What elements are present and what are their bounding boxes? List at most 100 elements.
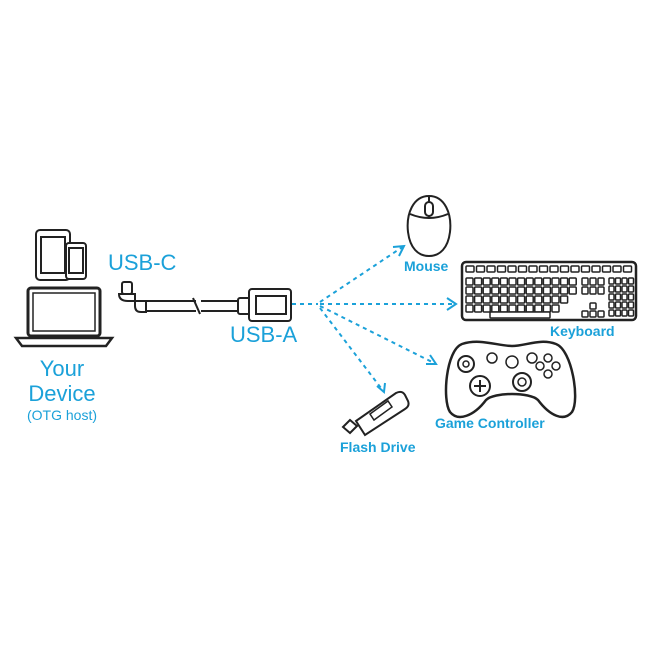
keyboard-label: Keyboard xyxy=(550,323,615,339)
keyboard-key xyxy=(581,286,589,295)
keyboard-key xyxy=(491,286,500,295)
keyboard-key xyxy=(482,286,491,295)
keyboard-key xyxy=(475,265,486,273)
keyboard-key xyxy=(621,277,628,285)
keyboard-key xyxy=(499,304,509,313)
usb-c-plug-icon xyxy=(117,281,147,313)
host-subtitle: (OTG host) xyxy=(26,407,97,423)
keyboard-key xyxy=(473,286,483,295)
keyboard-key xyxy=(559,295,569,304)
keyboard-key xyxy=(465,304,474,313)
keyboard-key xyxy=(499,277,509,286)
keyboard-key xyxy=(542,295,552,304)
keyboard-key xyxy=(597,286,605,295)
keyboard-key xyxy=(614,293,622,301)
mouse-icon xyxy=(406,194,452,258)
flash-drive-label: Flash Drive xyxy=(340,439,416,455)
host-title-line1: Your xyxy=(39,356,85,381)
keyboard-key xyxy=(608,309,615,317)
keyboard-key xyxy=(489,311,551,319)
keyboard-key xyxy=(465,295,474,304)
keyboard-key xyxy=(614,309,622,317)
keyboard-key xyxy=(499,286,509,295)
keyboard-key xyxy=(551,304,560,313)
arrowheads xyxy=(376,244,458,394)
arrow-keyboard xyxy=(446,297,458,311)
keyboard-key xyxy=(608,285,615,293)
keyboard-key xyxy=(580,265,591,273)
keyboard-key xyxy=(508,295,517,304)
keyboard-key xyxy=(597,310,605,318)
keyboard-key xyxy=(627,293,635,301)
keyboard-key xyxy=(589,302,597,310)
keyboard-icon xyxy=(460,260,638,322)
line-to-flash-drive xyxy=(319,307,385,393)
keyboard-key xyxy=(614,301,622,309)
arrow-flash-drive xyxy=(376,382,386,394)
game-controller-label: Game Controller xyxy=(435,415,545,431)
smartphone-icon xyxy=(65,242,87,280)
keyboard-key xyxy=(525,286,534,295)
keyboard-key xyxy=(570,265,580,273)
keyboard-key xyxy=(589,286,597,295)
keyboard-key xyxy=(627,301,635,309)
keyboard-key xyxy=(496,265,507,273)
keyboard-key xyxy=(589,310,597,318)
usb-cable xyxy=(146,297,238,315)
keyboard-key xyxy=(549,265,559,273)
keyboard-key xyxy=(597,277,605,286)
keyboard-key xyxy=(559,286,569,295)
keyboard-key xyxy=(614,285,622,293)
host-title-line2: Device xyxy=(28,381,96,406)
keyboard-key xyxy=(486,265,496,273)
laptop-icon xyxy=(13,286,115,348)
keyboard-key xyxy=(528,265,538,273)
keyboard-key xyxy=(525,295,534,304)
keyboard-key xyxy=(508,304,517,313)
line-to-mouse xyxy=(319,245,405,303)
keyboard-key xyxy=(473,277,483,286)
keyboard-key xyxy=(499,295,509,304)
keyboard-key xyxy=(591,265,601,273)
mouse-label: Mouse xyxy=(404,258,449,274)
keyboard-key xyxy=(534,304,543,313)
keyboard-key xyxy=(482,277,491,286)
keyboard-key xyxy=(581,310,589,318)
keyboard-key xyxy=(482,304,491,313)
keyboard-key xyxy=(559,265,570,273)
keyboard-key xyxy=(621,285,628,293)
keyboard-key xyxy=(534,295,543,304)
tablet-icon xyxy=(35,229,71,281)
usb-c-label: USB-C xyxy=(108,250,177,275)
game-controller-icon xyxy=(444,340,577,419)
usb-a-label: USB-A xyxy=(230,322,298,347)
keyboard-key xyxy=(516,304,526,313)
keyboard-key xyxy=(589,277,597,286)
keyboard-key xyxy=(465,265,475,273)
keyboard-key xyxy=(542,277,552,286)
keyboard-key xyxy=(542,286,552,295)
keyboard-key xyxy=(568,286,577,295)
keyboard-key xyxy=(473,304,483,313)
keyboard-key xyxy=(525,277,534,286)
keyboard-key xyxy=(491,304,500,313)
keyboard-key xyxy=(627,285,635,293)
keyboard-key xyxy=(621,301,628,309)
usb-a-adapter-icon xyxy=(237,288,292,322)
connection-lines xyxy=(292,245,456,393)
keyboard-key xyxy=(612,265,622,273)
keyboard-key xyxy=(517,265,528,273)
keyboard-key xyxy=(473,295,483,304)
keyboard-key xyxy=(508,277,517,286)
keyboard-key xyxy=(491,277,500,286)
keyboard-key xyxy=(516,277,526,286)
keyboard-key xyxy=(621,309,628,317)
keyboard-key xyxy=(508,286,517,295)
keyboard-key xyxy=(551,277,560,286)
keyboard-key xyxy=(491,295,500,304)
keyboard-key xyxy=(621,293,628,301)
keyboard-key xyxy=(608,301,615,309)
keyboard-key xyxy=(601,265,612,273)
keyboard-key xyxy=(608,293,615,301)
